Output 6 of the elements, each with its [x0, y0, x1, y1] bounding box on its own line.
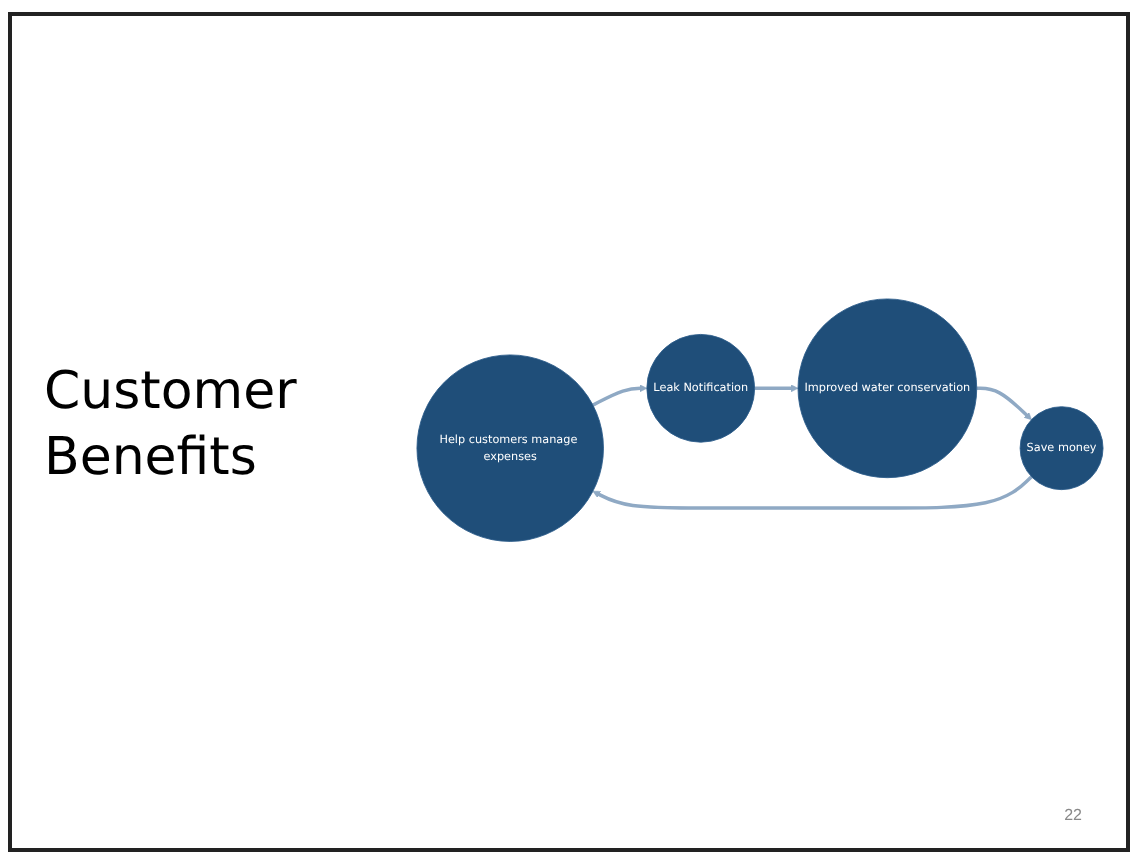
arrow: [976, 386, 1032, 420]
page-number: 22: [1064, 806, 1082, 824]
arrow: [754, 384, 799, 392]
slide-title: Customer Benefits: [44, 360, 299, 490]
arrow: [592, 384, 648, 407]
arrow: [592, 475, 1033, 510]
